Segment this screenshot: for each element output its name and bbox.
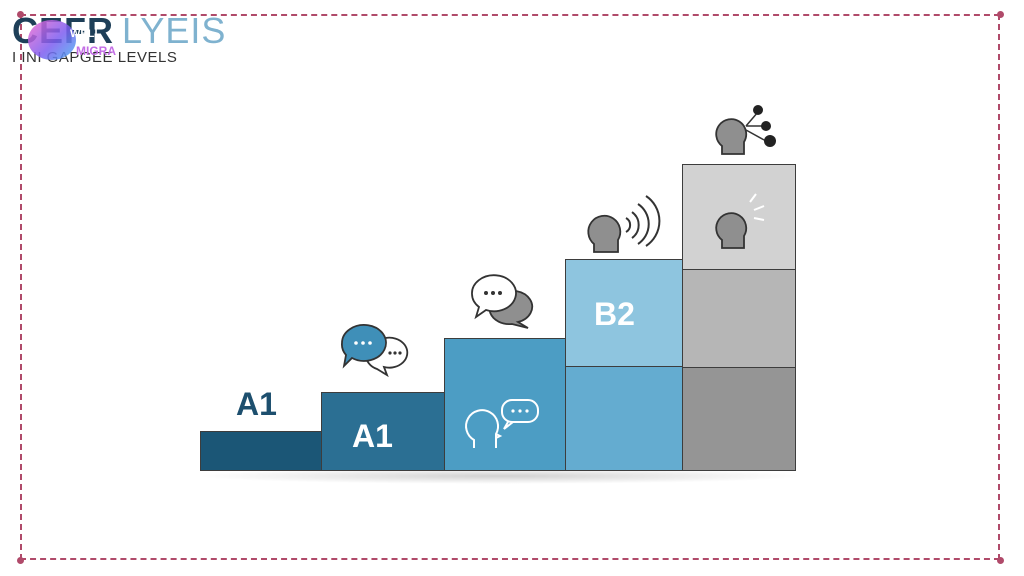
step-5-middle-block (682, 269, 796, 368)
dashed-frame (20, 14, 1000, 560)
step-4-label: B2 (594, 296, 635, 332)
person-speaking-icon (465, 399, 539, 448)
watermark-logo-text: WELL (70, 28, 102, 40)
step-4-lower-block (565, 366, 683, 471)
step-1-block (200, 431, 322, 471)
watermark-logo (28, 20, 76, 60)
frame-corner-dot (17, 557, 24, 564)
frame-corner-dot (997, 11, 1004, 18)
step-5-bottom-block (682, 367, 796, 471)
frame-corner-dot (17, 11, 24, 18)
step-2-block (321, 392, 445, 471)
step-3-block (444, 338, 566, 471)
person-broadcast-icon (587, 195, 661, 253)
chat-bubbles-icon (471, 274, 534, 329)
speech-bubbles-icon (341, 324, 409, 378)
person-network-icon (715, 105, 776, 155)
staircase-shadow (195, 468, 805, 484)
watermark-logo-subtext: MIGRA (76, 44, 116, 58)
person-idea-icon (715, 193, 765, 249)
title-part2: LYEIS (122, 10, 227, 51)
frame-corner-dot (997, 557, 1004, 564)
step-2-label: A1 (352, 418, 393, 454)
step-1-label: A1 (236, 386, 277, 422)
